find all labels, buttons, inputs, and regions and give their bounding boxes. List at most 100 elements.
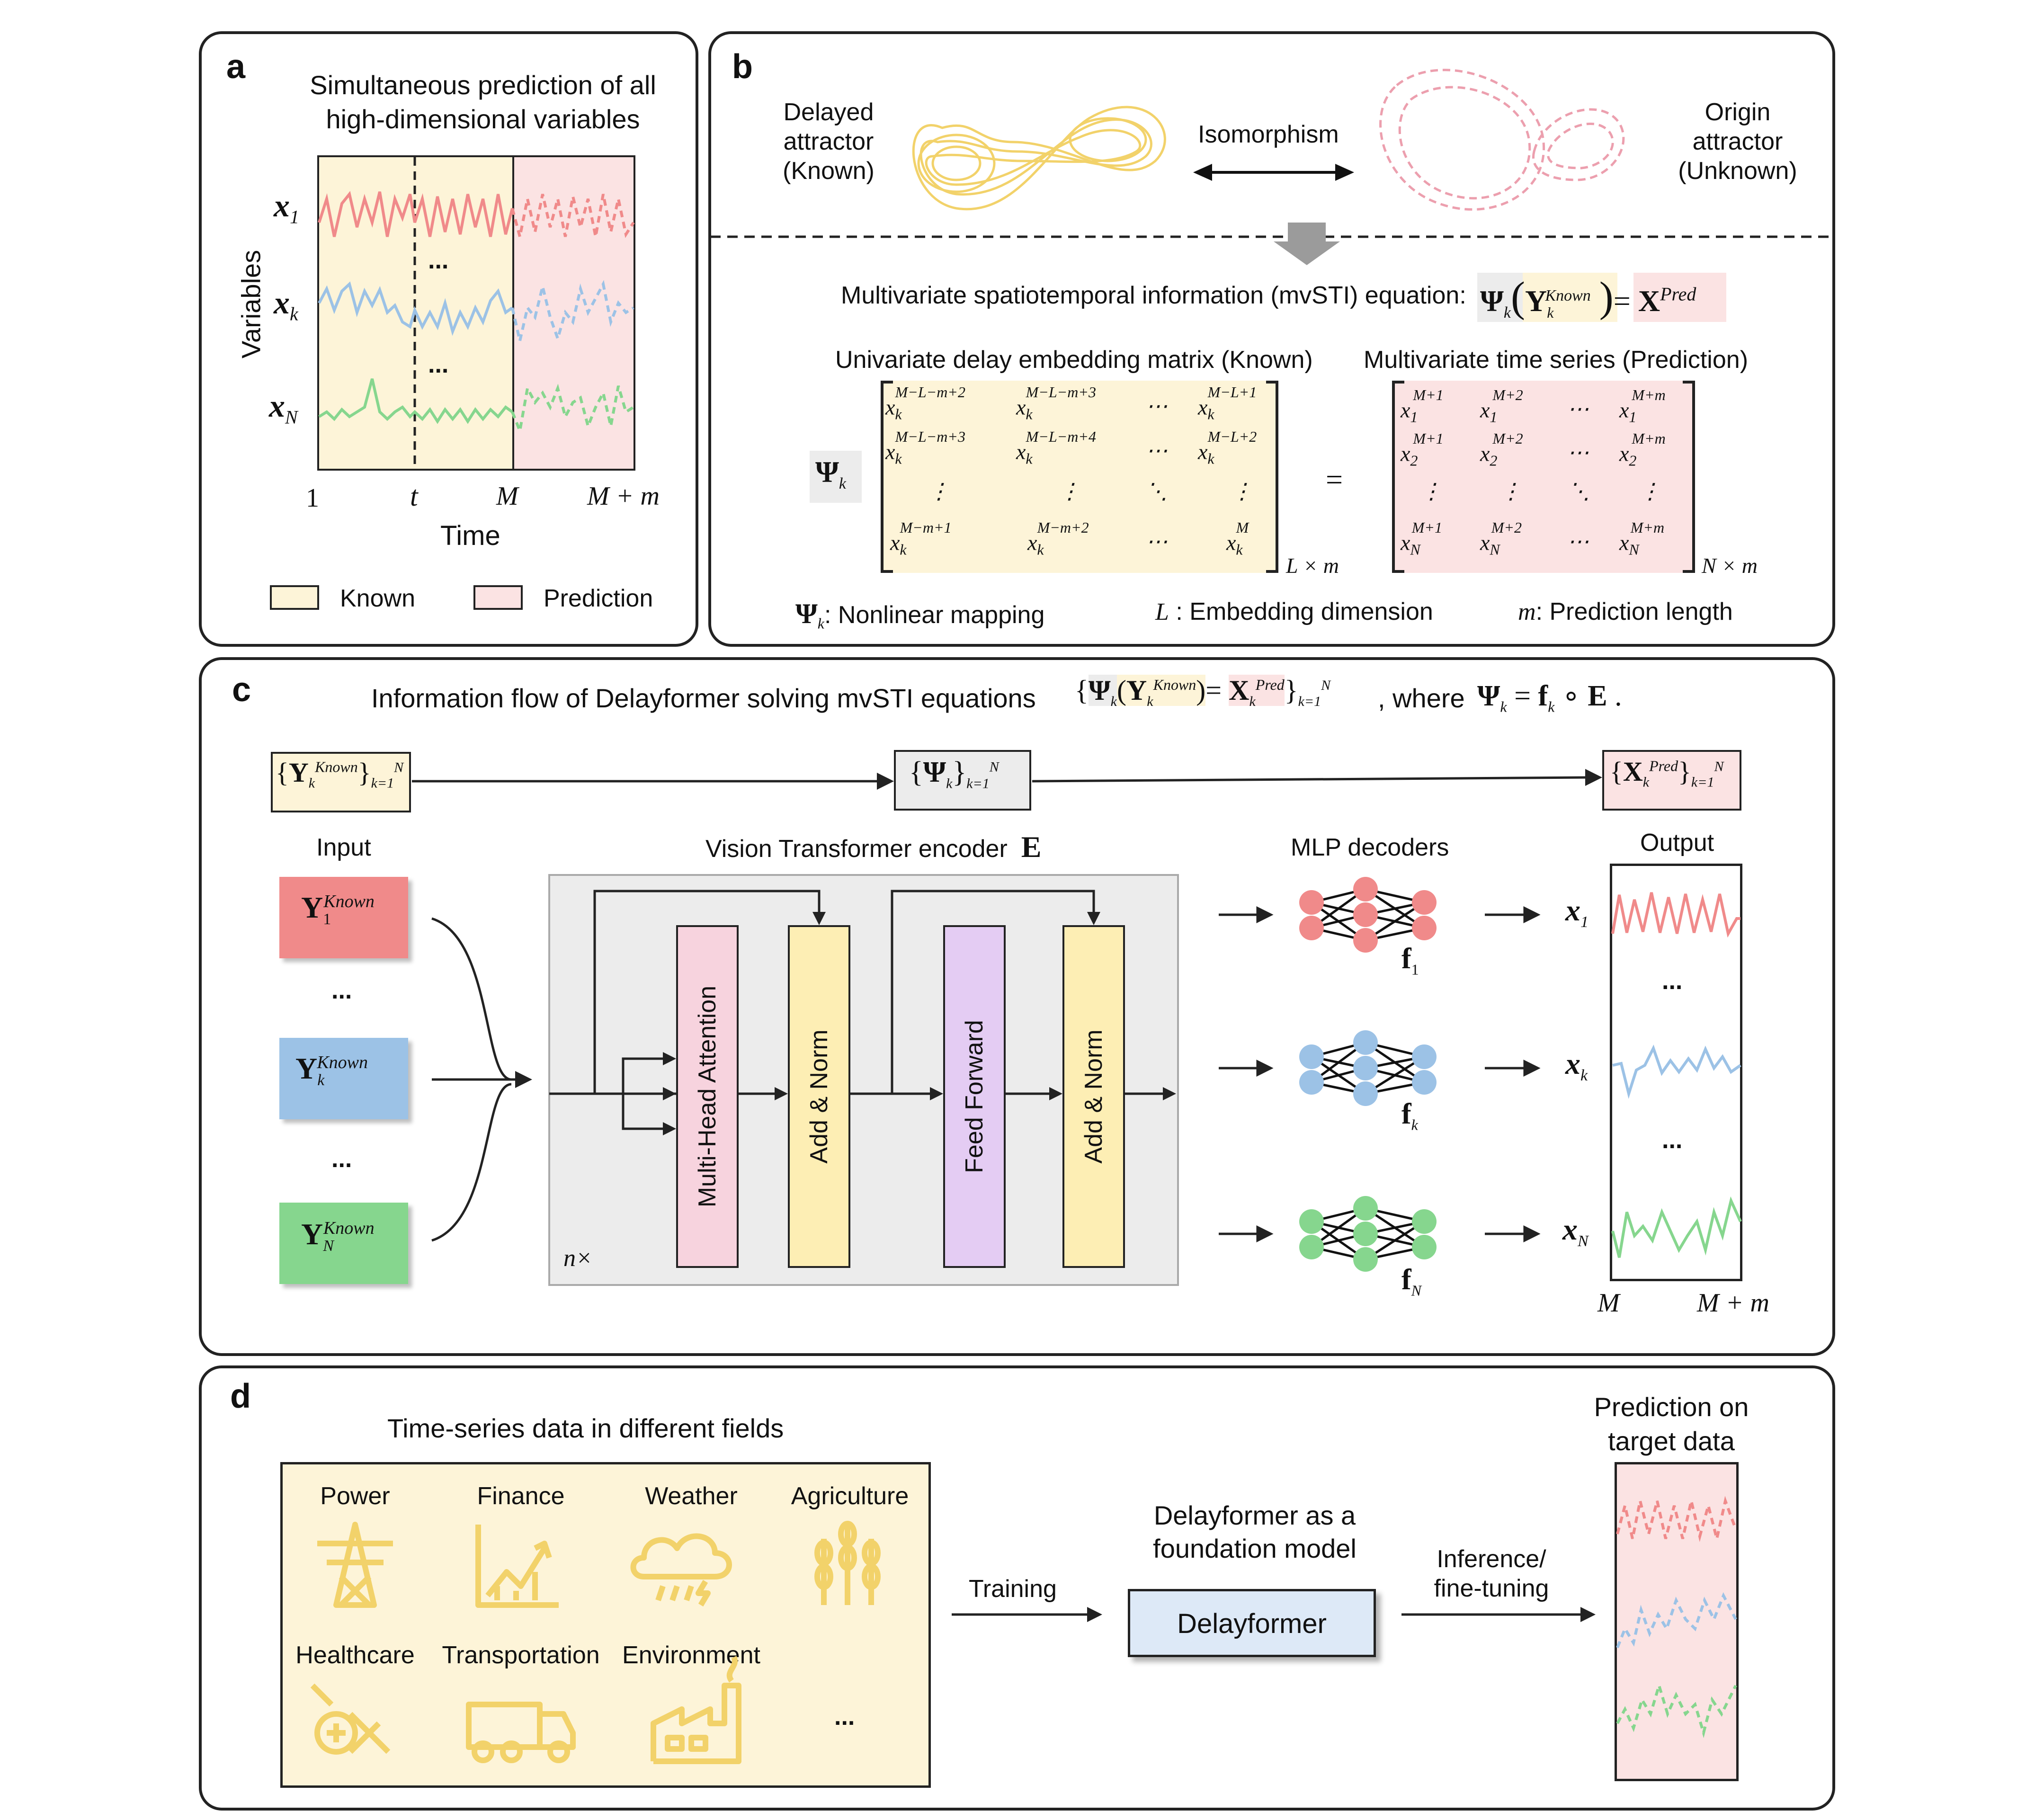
mlp-net-1 (1299, 877, 1437, 953)
matrix-cell: xkM−L+2 (1198, 428, 1257, 467)
prediction-matrix (1392, 381, 1695, 573)
panel-a-xlabel: Time (440, 520, 500, 551)
block-multi-head-attention (676, 925, 739, 1268)
def-m: m: Prediction length (1518, 598, 1733, 625)
panel-a-tick-Mm: M + m (587, 482, 660, 511)
panel-c-label: c (232, 671, 251, 709)
panel-c-where-equation: Ψk = fk ∘ E . (1477, 680, 1622, 715)
output-label: Output (1640, 829, 1714, 856)
matrix-left-bracket-top (881, 381, 893, 384)
delayed-attractor-label: Delayed attractor (Known) (783, 98, 875, 185)
panel-a-row-x1: x1 (274, 187, 299, 228)
pmatrix-cell: x1M+1 (1401, 386, 1444, 426)
healthcare-icon (310, 1683, 391, 1755)
pmatrix-left-bracket-top (1392, 381, 1404, 384)
panel-c-where: , where (1378, 683, 1465, 713)
panel-a-tick-M: M (496, 482, 518, 511)
block-add-norm-2 (1062, 925, 1125, 1268)
mlp-decoders-label: MLP decoders (1291, 834, 1449, 861)
prediction-target-label: Prediction on target data (1594, 1392, 1749, 1456)
pmatrix-cell: ⋯ (1567, 440, 1589, 464)
output-tick-M: M (1598, 1288, 1620, 1318)
input-dots-1: ... (331, 977, 352, 1004)
field-healthcare-label: Healthcare (295, 1642, 415, 1669)
pmatrix-cell: ⋮ (1420, 479, 1442, 503)
matrix-cell: ⋯ (1146, 529, 1168, 553)
pmatrix-cell: xNM+2 (1480, 519, 1522, 558)
def-psi: Ψk: Nonlinear mapping (795, 598, 1045, 632)
set-known-box (271, 752, 411, 812)
input-dots-2: ... (331, 1145, 352, 1173)
legend-prediction-label: Prediction (544, 585, 653, 612)
pmatrix-cell: ⋱ (1568, 479, 1590, 503)
matrix-cell: xkM−L−m+4 (1016, 428, 1096, 467)
block-feed-forward (943, 925, 1006, 1268)
pmatrix-right-bracket-bottom (1683, 570, 1695, 573)
mlp-net-N (1299, 1196, 1437, 1272)
output-tick-Mm: M + m (1697, 1288, 1769, 1318)
pmatrix-cell: xNM+1 (1401, 519, 1443, 558)
field-weather-label: Weather (645, 1482, 738, 1510)
matrix-cell: xkM−m+2 (1027, 519, 1089, 558)
prediction-matrix-header: Multivariate time series (Prediction) (1364, 346, 1749, 374)
panel-a-label: a (226, 48, 246, 86)
panel-a-dots-2: ... (428, 351, 449, 378)
mvsti-equation-text: Multivariate spatiotemporal information … (841, 282, 1466, 309)
pmatrix-cell: x1M+2 (1480, 386, 1523, 426)
input-yN-label: YNKnown (301, 1217, 375, 1255)
pmatrix-cell: ⋯ (1567, 529, 1589, 553)
matrix-cell: ⋯ (1146, 438, 1168, 463)
set-known: {YkKnown}k=1N (276, 757, 404, 791)
pmatrix-cell: x1M+m (1619, 386, 1666, 426)
legend-prediction-swatch (473, 585, 523, 610)
matrix-cell: xkM−L+1 (1198, 384, 1257, 423)
origin-attractor-label: Origin attractor (Unknown) (1678, 98, 1797, 185)
output-x1: x1 (1565, 893, 1589, 931)
output-dots-2: ... (1662, 1126, 1683, 1154)
matrix-cell: xkM−m+1 (890, 519, 952, 558)
delay-embedding-matrix (881, 381, 1278, 573)
wheat-icon (814, 1521, 881, 1605)
panel-c-title: Information flow of Delayformer solving … (371, 683, 1036, 713)
field-agriculture-label: Agriculture (791, 1482, 909, 1510)
psi-symbol-box (810, 451, 862, 503)
fields-box (280, 1462, 931, 1788)
prediction-matrix-dim: N × m (1702, 553, 1758, 578)
decoder-fk: fk (1401, 1098, 1418, 1133)
pmatrix-cell: x2M+1 (1401, 430, 1444, 469)
matrix-equals: = (1326, 463, 1343, 496)
psi-symbol: Ψk (815, 455, 846, 492)
output-dots-1: ... (1662, 967, 1683, 995)
pmatrix-right-bracket-top (1683, 381, 1695, 384)
matrix-cell: ⋮ (1059, 479, 1080, 503)
repeat-label: n× (563, 1245, 593, 1272)
legend-known-label: Known (340, 585, 415, 612)
input-y1-label: Y1Known (301, 891, 375, 928)
matrix-cell: xkM (1226, 519, 1249, 558)
matrix-cell: ⋱ (1146, 479, 1168, 503)
mvsti-equation: Ψk(YkKnown)= XPred (1480, 274, 1696, 321)
pmatrix-cell: xNM+m (1619, 519, 1665, 558)
input-y1 (279, 877, 408, 958)
set-pred: {XkPred}k=1N (1610, 756, 1724, 790)
panel-b-label: b (732, 48, 753, 86)
set-psi-box (894, 750, 1031, 811)
input-yk (279, 1038, 408, 1119)
set-psi: {Ψk}k=1N (909, 756, 999, 792)
isomorphism-label: Isomorphism (1198, 121, 1339, 148)
pmatrix-cell: x2M+m (1619, 430, 1666, 469)
matrix-cell: xkM−L−m+2 (885, 384, 965, 423)
truck-icon (466, 1702, 576, 1763)
pmatrix-cell: x2M+2 (1480, 430, 1523, 469)
delayformer-box (1128, 1589, 1376, 1657)
pmatrix-cell: ⋮ (1639, 479, 1661, 503)
panel-a-tick-1: 1 (306, 483, 319, 513)
field-transportation-label: Transportation (442, 1642, 600, 1669)
